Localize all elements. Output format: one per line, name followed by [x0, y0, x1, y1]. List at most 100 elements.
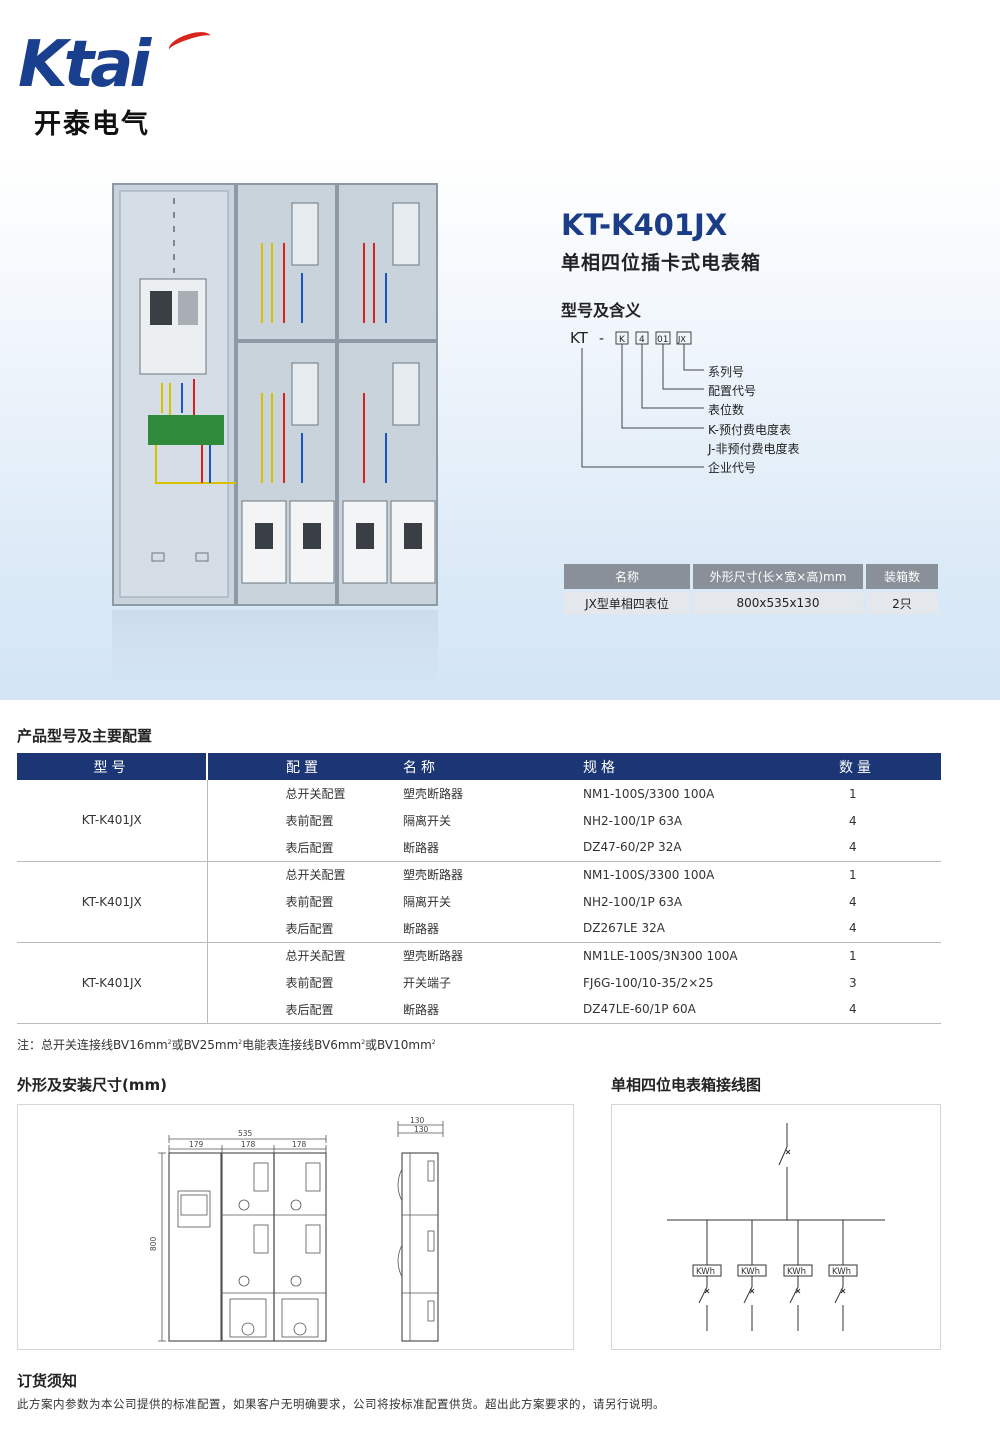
dimensions-drawing-box: 535 179 178 178 800 130 130: [17, 1104, 574, 1350]
dim-col3: 178: [292, 1140, 307, 1149]
config-cell-config: 总开关配置: [285, 949, 346, 964]
config-cell-name: 断路器: [365, 915, 545, 943]
wiring-diagram: KWh KWh KWh KWh: [667, 1123, 885, 1331]
spec-header-qty: 装箱数: [866, 564, 938, 589]
config-cell-qty: 4: [849, 813, 857, 828]
code-box-1: K: [619, 335, 626, 345]
config-cell-qty: 4: [849, 894, 857, 909]
dim-col2: 178: [241, 1140, 256, 1149]
code-label-k-type: K-预付费电度表: [708, 423, 791, 437]
config-section-title: 产品型号及主要配置: [17, 727, 153, 745]
code-box-4: JX: [677, 335, 686, 344]
config-cell-qty: 4: [761, 834, 941, 862]
order-text: 此方案内参数为本公司提供的标准配置，如果客户无明确要求，公司将按标准配置供货。超…: [17, 1397, 665, 1411]
config-cell-qty: 4: [761, 915, 941, 943]
spec-cell-qty: 2只: [866, 589, 938, 614]
spec-cell-name: JX型单相四表位: [564, 589, 690, 614]
dimensions-title: 外形及安装尺寸(mm): [17, 1076, 167, 1094]
code-label-positions: 表位数: [708, 403, 745, 417]
config-header-spec: 规格: [545, 753, 761, 780]
config-cell-qty: 4: [761, 996, 941, 1024]
table-row: KT-K401JX 总开关配置 塑壳断路器 NM1-100S/3300 100A 1: [17, 780, 941, 862]
config-cell-config: 总开关配置: [285, 868, 346, 883]
order-title: 订货须知: [17, 1372, 78, 1390]
dim-col1: 179: [189, 1140, 204, 1149]
config-cell-model: KT-K401JX: [17, 780, 208, 862]
config-cell-spec: NM1LE-100S/3N300 100A: [583, 948, 738, 963]
config-cell-qty: 1: [849, 786, 857, 801]
config-cell-name: 断路器: [365, 996, 545, 1024]
config-cell-config: 表前配置: [285, 814, 334, 828]
config-cell-model: KT-K401JX: [17, 942, 208, 1024]
wiring-diagram-box: KWh KWh KWh KWh: [611, 1104, 941, 1350]
meter-label-1: KWh: [696, 1267, 715, 1277]
code-box-2: 4: [639, 335, 645, 345]
meter-label-4: KWh: [832, 1267, 851, 1277]
brand-logo: Ktai 开泰电气: [18, 27, 214, 140]
dimensions-drawing: 535 179 178 178 800 130 130: [149, 1116, 444, 1342]
config-cell-spec: DZ47-60/2P 32A: [545, 834, 761, 862]
product-photo: [112, 183, 438, 606]
spec-cell-size: 800x535x130: [693, 589, 863, 614]
config-cell-spec: DZ267LE 32A: [545, 915, 761, 943]
spec-header-name: 名称: [564, 564, 690, 589]
logo-wordmark: Ktai: [18, 28, 151, 102]
config-cell-config: 表后配置: [207, 915, 365, 943]
code-box-3: 01: [657, 335, 668, 345]
config-cell-model: KT-K401JX: [17, 861, 208, 943]
code-label-series: 系列号: [708, 365, 745, 379]
meter-label-3: KWh: [787, 1267, 806, 1277]
table-row: 表前配置 隔离开关 NH2-100/1P 63A 4: [17, 888, 941, 915]
config-cell-config: 表后配置: [207, 996, 365, 1024]
config-note: 注：总开关连接线BV16mm2或BV25mm2电能表连接线BV6mm2或BV10…: [17, 1038, 436, 1052]
config-cell-config: 表前配置: [285, 976, 334, 990]
config-cell-name: 开关端子: [403, 976, 452, 990]
config-header-model: 型号: [17, 753, 208, 780]
dim-depth-outer: 130: [410, 1116, 425, 1125]
config-cell-config: 表前配置: [285, 895, 334, 909]
brand-name: 开泰电气: [34, 109, 150, 140]
product-subtitle: 单相四位插卡式电表箱: [561, 252, 762, 274]
product-model-title: KT-K401JX: [561, 208, 728, 242]
config-cell-qty: 1: [849, 867, 857, 882]
config-cell-spec: NH2-100/1P 63A: [583, 813, 683, 828]
config-cell-config: 总开关配置: [285, 787, 346, 801]
config-header-qty: 数量: [761, 753, 941, 780]
config-cell-name: 隔离开关: [403, 895, 452, 909]
config-cell-name: 断路器: [365, 834, 545, 862]
dim-height: 800: [149, 1236, 158, 1251]
config-header-config: 配置: [207, 753, 365, 780]
config-cell-name: 塑壳断路器: [403, 787, 464, 801]
config-cell-spec: DZ47LE-60/1P 60A: [545, 996, 761, 1024]
spec-header-size: 外形尺寸(长×宽×高)mm: [693, 564, 863, 589]
code-label-company: 企业代号: [708, 461, 757, 475]
code-dash: -: [599, 331, 604, 347]
config-cell-qty: 1: [849, 948, 857, 963]
spec-table: 名称 外形尺寸(长×宽×高)mm 装箱数 JX型单相四表位 800x535x13…: [561, 564, 941, 614]
config-cell-spec: NM1-100S/3300 100A: [583, 867, 715, 882]
product-reflection: [112, 610, 438, 690]
config-cell-name: 隔离开关: [403, 814, 452, 828]
meter-label-2: KWh: [741, 1267, 760, 1277]
wiring-title: 单相四位电表箱接线图: [611, 1076, 762, 1094]
config-cell-spec: NH2-100/1P 63A: [583, 894, 683, 909]
config-cell-qty: 3: [849, 975, 857, 990]
table-row: KT-K401JX 总开关配置 塑壳断路器 NM1LE-100S/3N300 100A…: [17, 942, 941, 1024]
config-cell-config: 表后配置: [207, 834, 365, 862]
table-row: 表前配置 隔离开关 NH2-100/1P 63A 4: [17, 807, 941, 834]
dim-total-width: 535: [238, 1129, 253, 1138]
config-cell-name: 塑壳断路器: [403, 949, 464, 964]
config-cell-spec: NM1-100S/3300 100A: [583, 786, 715, 801]
config-header-name: 名称: [365, 753, 545, 780]
model-code-diagram: KT - K 4 01 JX: [570, 329, 704, 468]
code-prefix: KT: [570, 329, 589, 347]
code-label-j-type: J-非预付费电度表: [708, 442, 800, 456]
dim-depth-inner: 130: [414, 1125, 429, 1134]
